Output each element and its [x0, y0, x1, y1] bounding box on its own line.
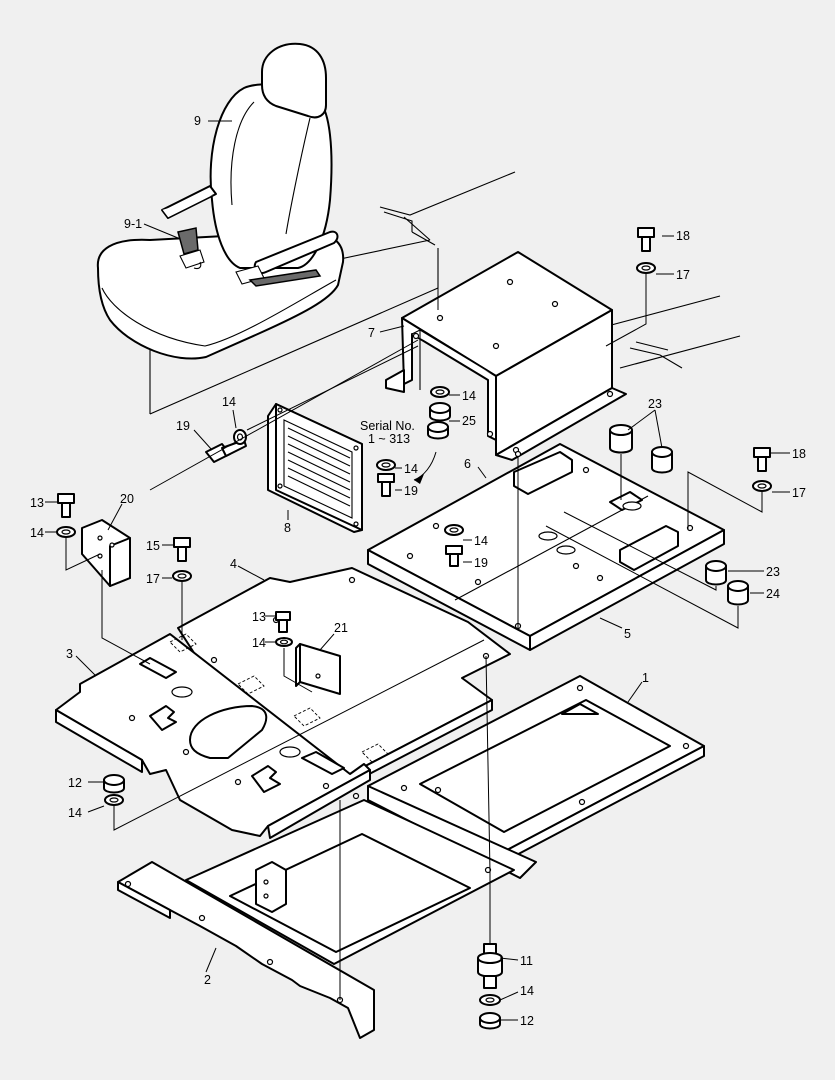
callout-17: 17 — [792, 486, 806, 500]
stand-fasteners — [427, 386, 451, 440]
seat-backrest — [209, 83, 333, 269]
base-frame — [367, 675, 705, 879]
callout-18: 18 — [792, 447, 806, 461]
callout-23: 23 — [766, 565, 780, 579]
callout-23: 23 — [648, 397, 662, 411]
callout-9-1: 9-1 — [124, 217, 142, 231]
callout-14: 14 — [222, 395, 236, 409]
lower-frame — [117, 792, 515, 1039]
callout-leaders — [45, 120, 790, 1021]
callout-11: 11 — [520, 954, 533, 968]
callout-labels: 9 9-1 7 14 25 14 19 18 17 18 17 23 23 24… — [30, 114, 806, 1028]
callout-19: 19 — [474, 556, 488, 570]
seat-assembly — [96, 42, 345, 360]
cab-phantom-lines — [149, 171, 741, 415]
serial-range: 1 ~ 313 — [368, 432, 410, 446]
callout-12: 12 — [520, 1014, 534, 1028]
seat-belt — [177, 227, 199, 255]
seat-rail-plate — [367, 443, 725, 651]
callout-3: 3 — [66, 647, 73, 661]
callout-14: 14 — [520, 984, 534, 998]
callout-12: 12 — [68, 776, 82, 790]
fasteners — [56, 227, 772, 1030]
callout-17: 17 — [146, 572, 160, 586]
callout-24: 24 — [766, 587, 780, 601]
serial-label: Serial No. — [360, 419, 415, 433]
bracket-20 — [81, 519, 131, 587]
callout-7: 7 — [368, 326, 375, 340]
callout-13: 13 — [30, 496, 44, 510]
callout-1: 1 — [642, 671, 649, 685]
callout-14: 14 — [404, 462, 418, 476]
callout-14: 14 — [68, 806, 82, 820]
callout-15: 15 — [146, 539, 160, 553]
callout-17: 17 — [676, 268, 690, 282]
callout-14: 14 — [30, 526, 44, 540]
callout-14: 14 — [474, 534, 488, 548]
callout-8: 8 — [284, 521, 291, 535]
bracket-21 — [295, 643, 341, 695]
assembly-lines — [65, 248, 763, 1000]
callout-13: 13 — [252, 610, 266, 624]
callout-21: 21 — [334, 621, 348, 635]
callout-25: 25 — [462, 414, 476, 428]
callout-14: 14 — [252, 636, 266, 650]
callout-20: 20 — [120, 492, 134, 506]
callout-14: 14 — [462, 389, 476, 403]
callout-19: 19 — [176, 419, 190, 433]
louver-panel — [267, 403, 363, 533]
callout-4: 4 — [230, 557, 237, 571]
seat-stand — [385, 251, 627, 461]
callout-9: 9 — [194, 114, 201, 128]
serial-arrowhead — [414, 474, 424, 484]
callout-5: 5 — [624, 627, 631, 641]
callout-6: 6 — [464, 457, 471, 471]
seat-headrest — [261, 42, 327, 119]
callout-2: 2 — [204, 973, 211, 987]
floor-plates — [55, 567, 511, 839]
callout-18: 18 — [676, 229, 690, 243]
callout-19: 19 — [404, 484, 418, 498]
